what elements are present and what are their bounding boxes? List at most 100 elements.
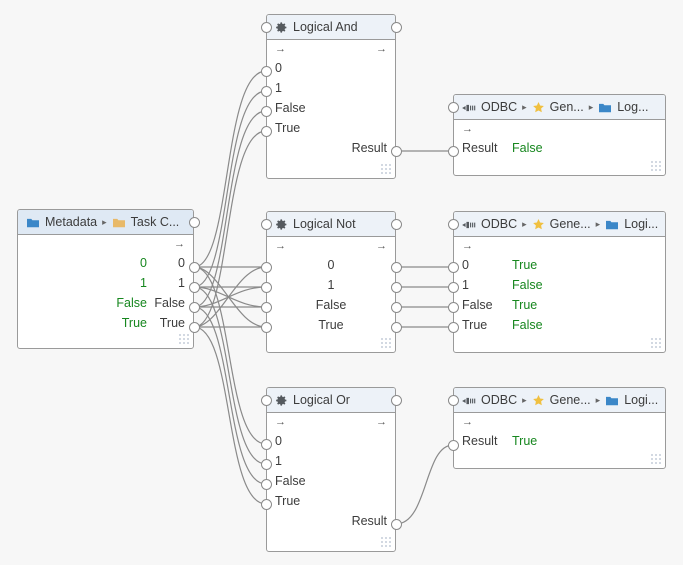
- row-label: False: [315, 298, 347, 312]
- node-arrow-row: →→: [267, 40, 395, 58]
- breadcrumb-separator: ▸: [102, 216, 107, 227]
- port-meta-out-0[interactable]: [188, 261, 200, 273]
- row-value: True: [512, 298, 538, 312]
- port-or-header-out[interactable]: [390, 394, 402, 406]
- breadcrumb-label: Gene...: [549, 216, 591, 231]
- port-meta-out-true[interactable]: [188, 321, 200, 333]
- port-or-in-true[interactable]: [260, 498, 272, 510]
- resize-grip[interactable]: [650, 337, 662, 349]
- port-not-in-true[interactable]: [260, 321, 272, 333]
- port-odbc2-in-false[interactable]: [447, 301, 459, 313]
- port-and-out-result[interactable]: [390, 145, 402, 157]
- input-arrow-icon: →: [275, 240, 286, 252]
- node-header-logical-and[interactable]: Logical And: [267, 15, 395, 40]
- port-not-out-true[interactable]: [390, 321, 402, 333]
- row-label: 0: [178, 256, 185, 270]
- port-not-in-0[interactable]: [260, 261, 272, 273]
- breadcrumb-item[interactable]: ODBC: [462, 217, 517, 231]
- node-header-odbc-and-result[interactable]: ODBC▸Gen...▸Log...: [454, 95, 665, 120]
- breadcrumb-item[interactable]: Gen...: [532, 100, 584, 114]
- resize-grip[interactable]: [650, 160, 662, 172]
- row-label: 1: [462, 278, 469, 292]
- resize-grip[interactable]: [380, 337, 392, 349]
- port-not-out-0[interactable]: [390, 261, 402, 273]
- port-or-header-in[interactable]: [260, 394, 272, 406]
- row-value: True: [512, 258, 538, 272]
- port-and-in-1[interactable]: [260, 85, 272, 97]
- node-header-odbc-or-result[interactable]: ODBC▸Gene...▸Logi...: [454, 388, 665, 413]
- port-not-header-out[interactable]: [390, 218, 402, 230]
- port-odbc1-header-in[interactable]: [447, 101, 459, 113]
- port-odbc1-in-result[interactable]: [447, 145, 459, 157]
- breadcrumb-item[interactable]: ODBC: [462, 393, 517, 407]
- star-icon: [532, 394, 545, 407]
- port-and-header-in[interactable]: [260, 21, 272, 33]
- breadcrumb-item[interactable]: Gene...: [532, 393, 591, 407]
- port-or-in-false[interactable]: [260, 478, 272, 490]
- node-row: False: [267, 295, 395, 315]
- gear-icon: [275, 394, 288, 407]
- breadcrumb-item[interactable]: Task C...: [112, 215, 179, 229]
- breadcrumb-label: Logi...: [624, 393, 659, 407]
- port-meta-out-1[interactable]: [188, 281, 200, 293]
- resize-grip[interactable]: [650, 453, 662, 465]
- port-not-in-1[interactable]: [260, 281, 272, 293]
- port-not-header-in[interactable]: [260, 218, 272, 230]
- port-and-in-0[interactable]: [260, 65, 272, 77]
- breadcrumb-item[interactable]: Logi...: [605, 217, 658, 231]
- row-label: 0: [275, 61, 282, 75]
- port-odbc3-header-in[interactable]: [447, 394, 459, 406]
- port-or-in-1[interactable]: [260, 458, 272, 470]
- node-header-odbc-not-result[interactable]: ODBC▸Gene...▸Logi...: [454, 212, 665, 237]
- port-and-in-false[interactable]: [260, 105, 272, 117]
- node-row: True: [267, 491, 395, 511]
- plug-icon: [462, 219, 476, 231]
- port-not-in-false[interactable]: [260, 301, 272, 313]
- breadcrumb-item[interactable]: Gene...: [532, 217, 591, 231]
- port-meta-out-false[interactable]: [188, 301, 200, 313]
- wire-cross-b: [193, 286, 267, 308]
- row-value: False: [116, 296, 147, 310]
- port-odbc3-in-result[interactable]: [447, 439, 459, 451]
- resize-grip[interactable]: [380, 536, 392, 548]
- node-arrow-row: →: [18, 235, 193, 253]
- breadcrumb-item[interactable]: Log...: [598, 100, 649, 114]
- breadcrumb-label: ODBC: [481, 393, 518, 407]
- port-and-header-out[interactable]: [390, 21, 402, 33]
- wire-or-result: [395, 444, 454, 525]
- row-label: False: [462, 298, 493, 312]
- port-or-out-result[interactable]: [390, 518, 402, 530]
- port-odbc2-header-in[interactable]: [447, 218, 459, 230]
- port-and-in-true[interactable]: [260, 125, 272, 137]
- port-or-in-0[interactable]: [260, 438, 272, 450]
- breadcrumb-item[interactable]: ODBC: [462, 100, 517, 114]
- port-odbc2-in-0[interactable]: [447, 261, 459, 273]
- node-header-logical-not[interactable]: Logical Not: [267, 212, 395, 237]
- node-arrow-row: →: [454, 237, 665, 255]
- node-header-metadata-source[interactable]: Metadata ▸ Task C...: [18, 210, 193, 235]
- resize-grip[interactable]: [178, 333, 190, 345]
- breadcrumb-item[interactable]: Metadata: [26, 215, 97, 229]
- row-label: 0: [462, 258, 469, 272]
- port-meta-header-out[interactable]: [188, 216, 200, 228]
- breadcrumb-item[interactable]: Logi...: [605, 393, 658, 407]
- port-odbc2-in-true[interactable]: [447, 321, 459, 333]
- resize-grip[interactable]: [380, 163, 392, 175]
- port-not-out-false[interactable]: [390, 301, 402, 313]
- port-not-out-1[interactable]: [390, 281, 402, 293]
- port-odbc2-in-1[interactable]: [447, 281, 459, 293]
- node-header-logical-or[interactable]: Logical Or: [267, 388, 395, 413]
